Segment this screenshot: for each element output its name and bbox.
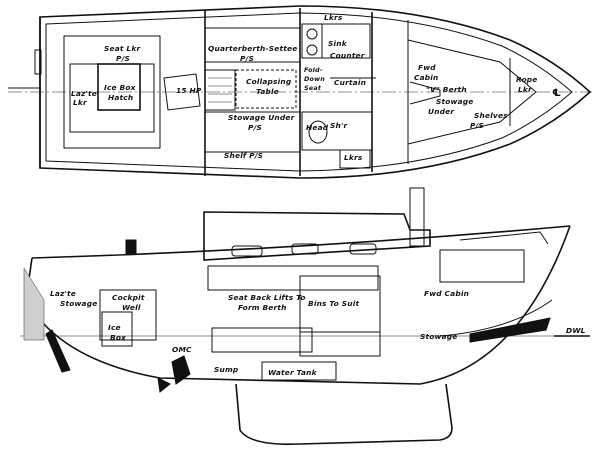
label-icebox: Ice Box	[104, 83, 136, 92]
v-berth-insert	[409, 81, 441, 105]
label-well: Well	[122, 303, 141, 312]
label-seat-pls: P/S	[116, 54, 130, 63]
port-light	[231, 245, 263, 257]
label-cabin: Cabin	[414, 73, 439, 82]
outboard-motor-icon	[171, 355, 191, 385]
label-bins: Bins To Suit	[308, 299, 359, 308]
galley-cabinet	[299, 331, 381, 357]
label-down: Down	[304, 75, 325, 83]
label-icebox-hatch: Hatch	[108, 93, 133, 102]
cabin-house	[203, 211, 431, 261]
plan-deck-inner	[45, 12, 573, 172]
label-shelves-pls: P/S	[470, 121, 484, 130]
centerline-icon: ℄	[552, 88, 561, 99]
label-ice: Ice	[108, 323, 121, 332]
label-quarterberth-pls: P/S	[240, 54, 254, 63]
boot-stripe	[469, 317, 551, 343]
label-shr: Sh'r	[330, 121, 348, 130]
rudder	[45, 329, 71, 373]
cockpit-well	[99, 289, 157, 341]
label-water-tank: Water Tank	[268, 368, 318, 377]
label-table: Table	[256, 87, 279, 96]
water-tank	[261, 361, 337, 381]
port-light	[349, 243, 377, 255]
label-lazte-lkr-2: Lkr	[73, 98, 88, 107]
sheer-line	[31, 225, 571, 259]
profile-view	[20, 187, 590, 446]
label-seat-back: Seat Back Lifts To	[228, 293, 306, 302]
burner-icon	[306, 44, 318, 56]
quarterberth-settee	[204, 27, 301, 63]
boot-top	[439, 299, 553, 337]
label-fold: Fold-	[304, 66, 323, 74]
ice-box	[101, 311, 133, 347]
label-box: Box	[110, 333, 126, 342]
label-stowage-fwd-profile: Stowage	[420, 332, 457, 341]
head-compartment	[301, 111, 373, 151]
label-counter: Counter	[330, 51, 366, 60]
collapsing-table	[235, 69, 297, 109]
label-curtain: Curtain	[334, 78, 366, 87]
label-lkrs-bottom: Lkrs	[344, 153, 363, 162]
label-lazte: Laz'te	[50, 289, 76, 298]
icebox-hatch	[97, 63, 141, 111]
label-rope: Rope	[516, 75, 538, 84]
label-v-berth: "V" Berth	[426, 85, 467, 94]
port-light	[291, 243, 319, 255]
label-seat: Seat	[304, 84, 322, 92]
label-seat-lkr: Seat Lkr	[104, 44, 141, 53]
propeller-icon	[157, 377, 171, 393]
label-sump: Sump	[214, 365, 238, 374]
label-shelves: Shelves	[474, 111, 508, 120]
companionway-ladder	[204, 69, 236, 111]
bow-pulpit	[459, 231, 549, 245]
label-fwd-cabin: Fwd Cabin	[424, 289, 469, 298]
label-form-berth: Form Berth	[238, 303, 287, 312]
rudder-fitting	[34, 49, 42, 75]
cockpit-outline	[63, 35, 161, 149]
toilet-icon	[308, 120, 328, 144]
plan-hull-outline	[39, 5, 592, 179]
label-fwd: Fwd	[418, 63, 436, 72]
label-quarterberth: Quarterberth-Settee	[208, 44, 297, 53]
stowage-under-settee	[204, 111, 301, 153]
label-collapsing: Collapsing	[246, 77, 292, 86]
fwd-cabin-berth	[439, 249, 525, 283]
engine-box	[163, 73, 201, 111]
label-stowage-under: Stowage Under	[228, 113, 296, 122]
plan-view	[8, 5, 592, 179]
label-lazte-lkr: Laz'te	[71, 89, 97, 98]
keel	[235, 383, 453, 446]
label-head: Head	[306, 123, 329, 132]
plan-labels: Seat Lkr P/S Laz'te Lkr Ice Box Hatch 15…	[71, 13, 561, 162]
burner-icon	[306, 28, 318, 40]
label-shelf: Shelf P/S	[224, 151, 263, 160]
settee-berth	[207, 265, 379, 291]
label-sink: Sink	[328, 39, 348, 48]
label-stowage-fwd: Stowage	[436, 97, 473, 106]
label-under-fwd: Under	[428, 107, 455, 116]
profile-labels: Laz'te Stowage Cockpit Well Ice Box OMC …	[50, 289, 586, 377]
settee-front	[211, 327, 313, 353]
label-omc: OMC	[172, 345, 192, 354]
winch	[125, 239, 137, 255]
label-dwl: DWL	[566, 326, 586, 335]
label-cockpit: Cockpit	[112, 293, 145, 302]
v-berth-outline	[407, 39, 537, 145]
label-lkrs-top: Lkrs	[324, 13, 343, 22]
stern-hatch	[23, 267, 45, 341]
label-stowage-under-pls: P/S	[248, 123, 262, 132]
galley-counter	[321, 23, 371, 59]
lockers-lower	[339, 149, 371, 169]
mast	[409, 187, 425, 247]
label-stowage-aft: Stowage	[60, 299, 97, 308]
label-engine-hp: 15 HP	[176, 86, 202, 95]
label-rope-lkr: Lkr	[518, 85, 533, 94]
